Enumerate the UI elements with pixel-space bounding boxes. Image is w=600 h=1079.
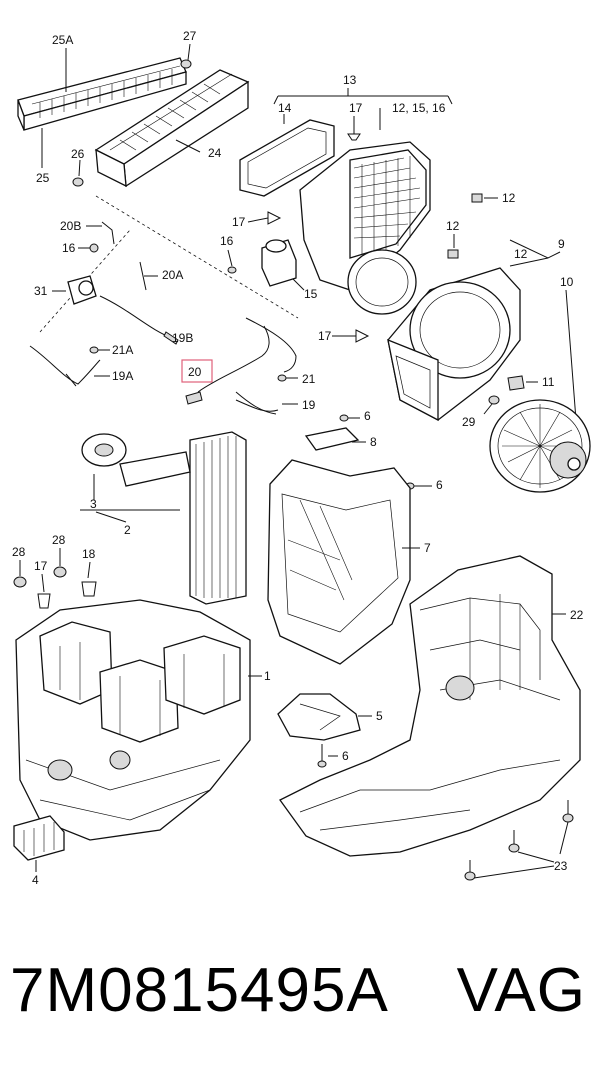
screw-part-6-top <box>339 414 360 422</box>
screw-part-26 <box>72 159 84 187</box>
callout-13: 13 <box>343 73 357 87</box>
air-duct-cover-part-22 <box>279 555 581 857</box>
footer: 7M0815495A VAG <box>0 955 600 1045</box>
distribution-housing-part-7 <box>267 459 420 665</box>
callout-1: 1 <box>264 669 271 683</box>
callout-19A: 19A <box>112 369 133 383</box>
callout-20B: 20B <box>60 219 81 233</box>
callout-24: 24 <box>208 146 222 160</box>
callout-6-a: 6 <box>364 409 371 423</box>
callout-17-low: 17 <box>318 329 332 343</box>
callout-31: 31 <box>34 284 48 298</box>
callout-3: 3 <box>90 497 97 511</box>
clip-part-21 <box>277 374 298 382</box>
main-heater-box-part-1 <box>15 599 262 841</box>
actuator-part-16 <box>227 239 297 287</box>
flap-part-8 <box>304 427 366 451</box>
callout-25A: 25A <box>52 33 73 47</box>
callout-17-left: 17 <box>34 559 48 573</box>
callout-16-b: 16 <box>62 241 76 255</box>
callout-29: 29 <box>462 415 476 429</box>
filter-housing-part <box>94 69 250 188</box>
actuator-part-31 <box>52 275 97 305</box>
callout-4: 4 <box>32 873 39 887</box>
callout-19: 19 <box>302 398 316 412</box>
callout-23: 23 <box>554 859 568 873</box>
grommet-parts-23 <box>464 800 574 881</box>
callout-25: 25 <box>36 171 50 185</box>
callout-21: 21 <box>302 372 316 386</box>
clip-part-21A <box>89 346 110 354</box>
callout-11: 11 <box>542 375 555 389</box>
blower-housing-part <box>387 257 549 422</box>
callout-26: 26 <box>71 147 85 161</box>
callout-2: 2 <box>124 523 131 537</box>
callout-17-mid: 17 <box>232 215 246 229</box>
blower-motor-part <box>489 399 591 493</box>
callout-17-top: 17 <box>349 101 363 115</box>
callout-10: 10 <box>560 275 574 289</box>
brand-label: VAG <box>456 956 586 1025</box>
sensor-wire-19B <box>99 295 179 345</box>
screw-part-17-top <box>347 116 361 141</box>
callout-20A: 20A <box>162 268 183 282</box>
heater-core-part <box>81 431 247 605</box>
callout-12-b: 12 <box>446 219 460 233</box>
callout-14: 14 <box>278 101 292 115</box>
callout-21A: 21A <box>112 343 133 357</box>
gasket-frame-part <box>239 114 335 197</box>
callout-18: 18 <box>82 547 96 561</box>
callout-12-c: 12 <box>514 247 528 261</box>
callout-8: 8 <box>370 435 377 449</box>
callout-6-b: 6 <box>436 478 443 492</box>
seal-part-4 <box>13 815 65 872</box>
callout-28-b: 28 <box>52 533 66 547</box>
cabin-filter-part <box>17 48 187 168</box>
duct-part-5 <box>277 693 372 741</box>
sensor-part-20A <box>139 261 158 291</box>
screw-part-6-lower <box>317 744 338 768</box>
callout-22: 22 <box>570 608 584 622</box>
screw-part-29 <box>483 395 500 415</box>
bracket-part-11 <box>507 375 538 391</box>
evaporator-housing-part <box>291 141 431 315</box>
callout-12-a: 12 <box>502 191 516 205</box>
callout-12-15-16: 12, 15, 16 <box>392 101 446 115</box>
clip-part-12 <box>447 193 498 259</box>
sensor-part-20B <box>86 221 115 245</box>
callout-15: 15 <box>304 287 318 301</box>
clip-part-27 <box>180 43 192 69</box>
screw-part-17-mid <box>247 211 282 225</box>
callout-5: 5 <box>376 709 383 723</box>
callout-19B: 19B <box>172 331 193 345</box>
callout-27: 27 <box>183 29 197 43</box>
callout-28-a: 28 <box>12 545 26 559</box>
callout-7: 7 <box>424 541 431 555</box>
sensor-wire-19A <box>29 345 110 387</box>
callout-6-c: 6 <box>342 749 349 763</box>
part-number-label: 7M0815495A <box>10 956 389 1025</box>
screw-part-17-low <box>332 329 370 343</box>
highlight-box-20 <box>181 359 213 383</box>
callout-16-a: 16 <box>220 234 234 248</box>
sensor-wire-19 <box>235 399 298 412</box>
callout-9: 9 <box>558 237 565 251</box>
callout-20: 20 <box>188 365 202 379</box>
hardware-parts-28-17-18 <box>13 548 97 609</box>
exploded-parts-diagram: 25A 25 27 24 26 13 14 17 12, 15, 16 <box>12 29 591 887</box>
temperature-sensor-part-20 <box>185 317 297 415</box>
screw-part-16-left <box>78 243 99 253</box>
